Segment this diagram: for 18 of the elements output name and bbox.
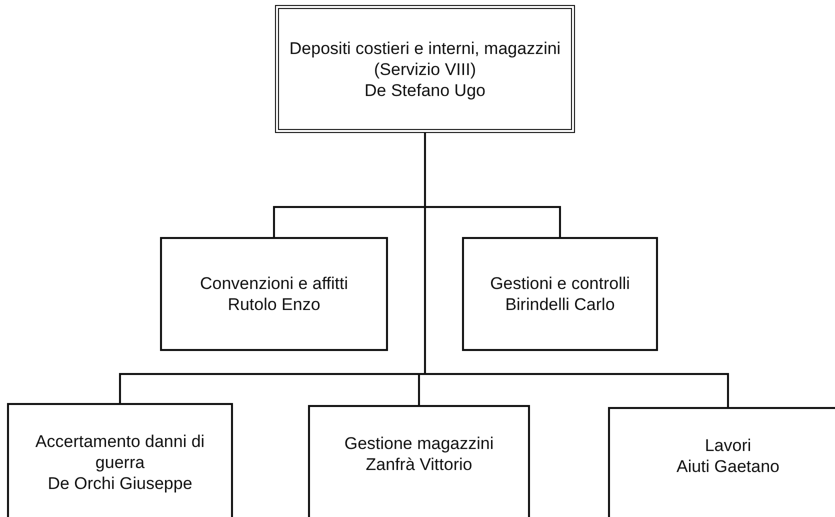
org-box <box>308 405 530 517</box>
person-name: Rutolo Enzo <box>228 294 320 315</box>
org-box <box>160 237 388 351</box>
unit-name: Depositi costieri e interni, magazzini (Servizio VIII) <box>288 38 562 80</box>
org-box <box>275 5 575 133</box>
org-box <box>462 237 658 351</box>
org-box <box>7 403 233 517</box>
unit-name: Lavori <box>704 435 752 456</box>
person-name: Birindelli Carlo <box>505 294 615 315</box>
person-name: Zanfrà Vittorio <box>366 454 472 475</box>
unit-name: Accertamento danni di guerra <box>34 431 206 473</box>
org-box <box>608 407 835 517</box>
person-name: De Stefano Ugo <box>364 80 486 100</box>
unit-name: Gestioni e controlli <box>490 273 630 294</box>
person-name: Aiuti Gaetano <box>676 456 780 477</box>
unit-name: Convenzioni e affitti <box>200 273 348 294</box>
unit-name: Gestione magazzini <box>344 433 494 454</box>
person-name: De Orchi Giuseppe <box>48 473 192 494</box>
